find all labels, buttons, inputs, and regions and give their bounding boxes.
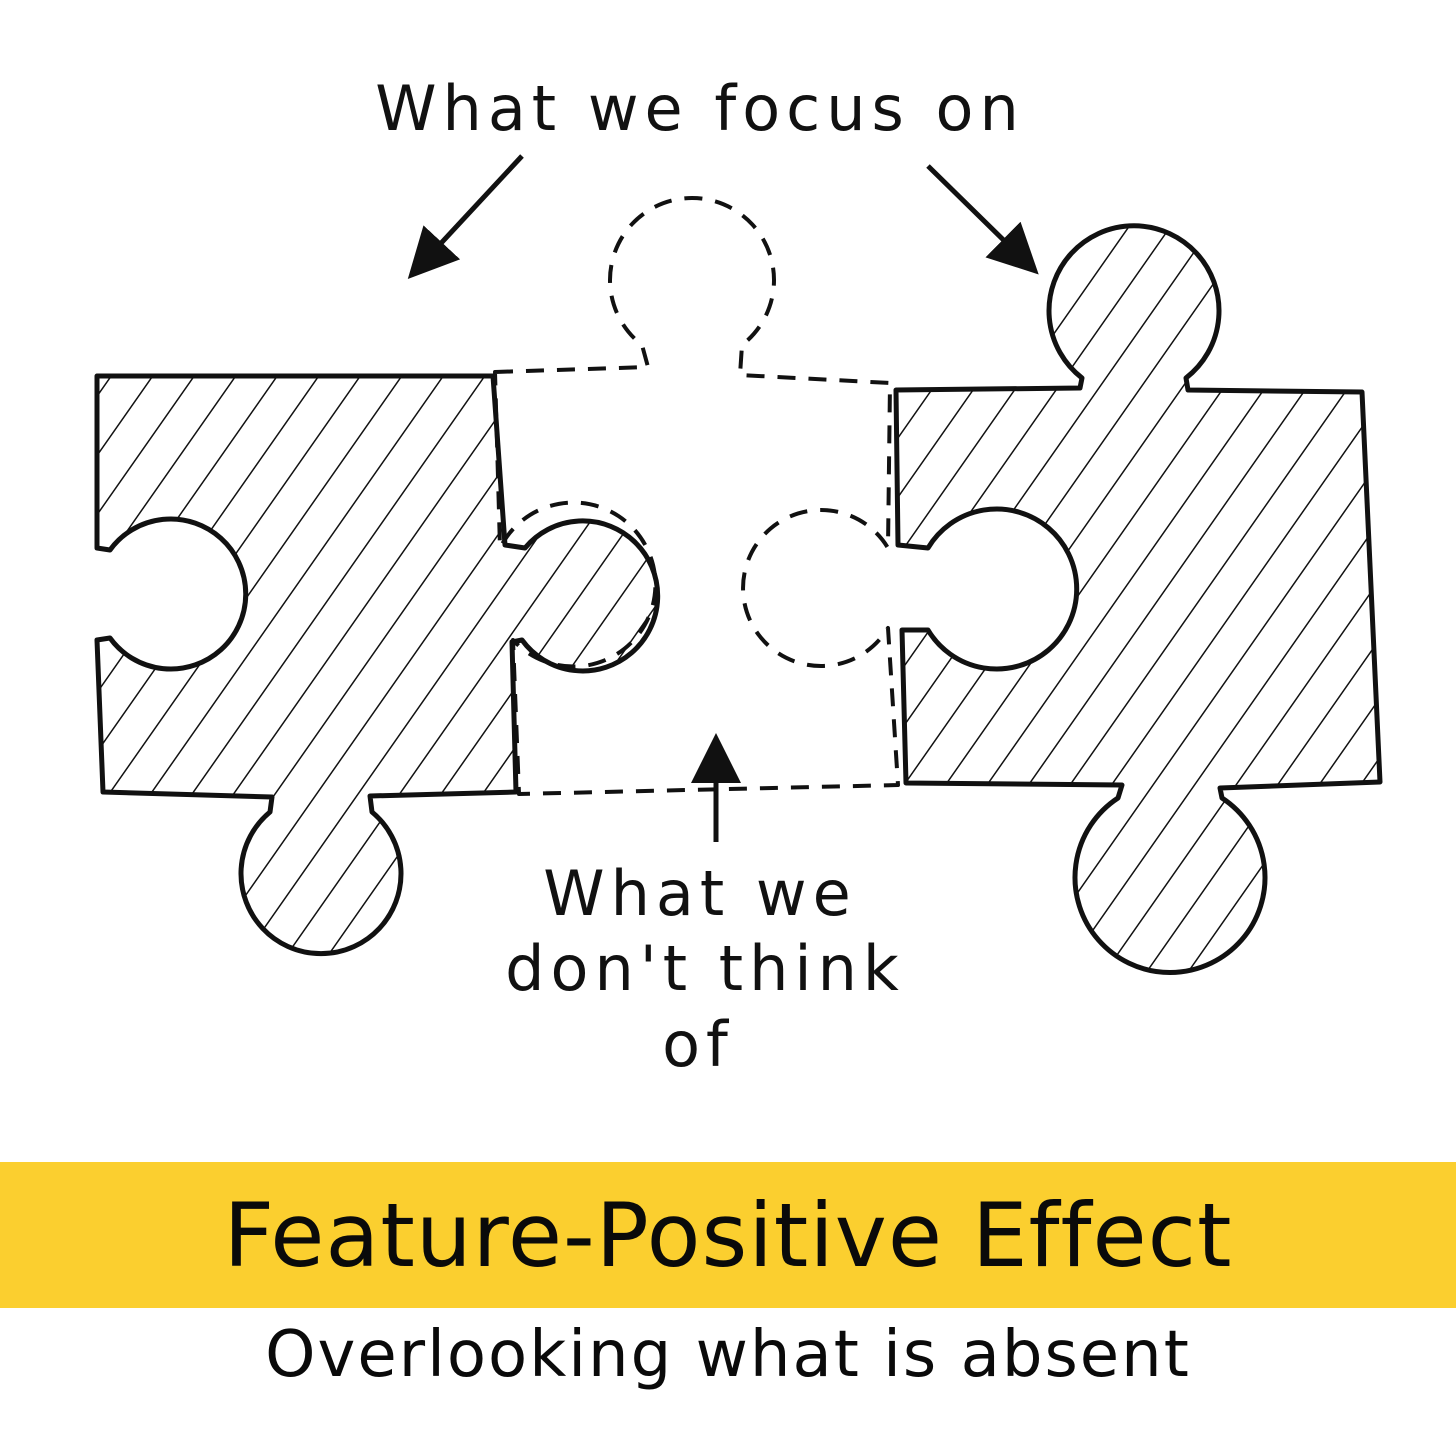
label-not-think-line-3: of	[662, 1008, 734, 1081]
label-not-think-line-1: What we	[543, 857, 856, 930]
subtitle: Overlooking what is absent	[0, 1318, 1456, 1398]
label-what-we-focus-on: What we focus on	[375, 72, 1025, 145]
banner-title: Feature-Positive Effect	[223, 1184, 1232, 1287]
arrow-to-left-piece	[418, 156, 522, 268]
missing-puzzle-piece	[495, 198, 898, 794]
right-puzzle-piece	[896, 226, 1380, 973]
title-banner: Feature-Positive Effect	[0, 1162, 1456, 1308]
label-not-think-line-2: don't think	[505, 932, 905, 1005]
puzzle-diagram: What we focus on What we don't think of	[0, 0, 1456, 1160]
arrow-to-right-piece	[928, 166, 1028, 264]
